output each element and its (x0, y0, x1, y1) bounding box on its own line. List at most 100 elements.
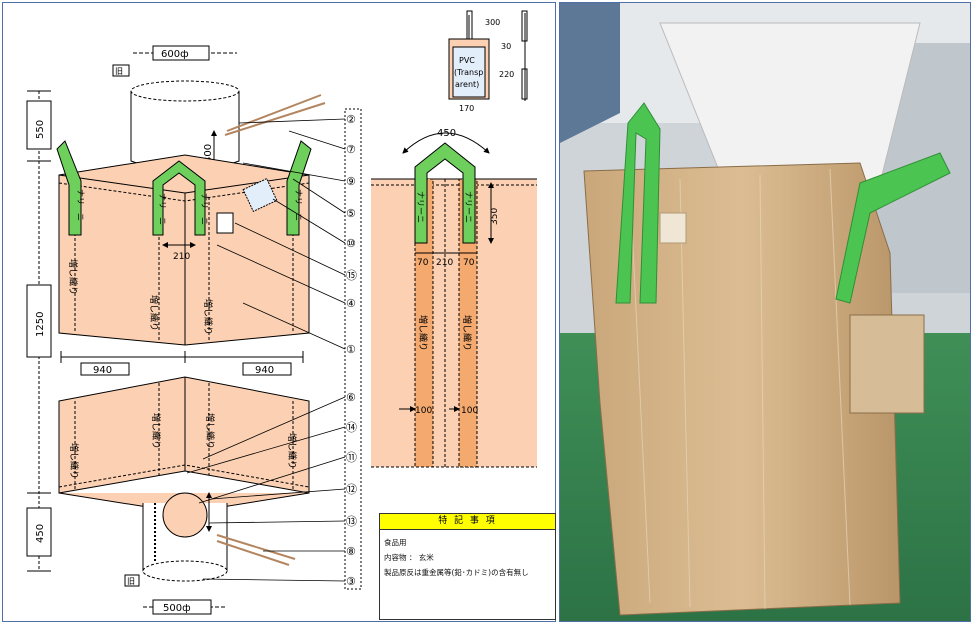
dim-bottom-diameter: 500ф (163, 603, 191, 614)
spec-drawing: 550 1250 450 600ф 旧 300 ナリーニ ナリ (2, 2, 556, 622)
discharge-spout (142, 492, 228, 582)
leader-line-10 (186, 426, 346, 474)
pvc-pocket-detail (448, 10, 528, 101)
part-number-4: ⑤ (346, 207, 356, 220)
detail-w-mid: 210 (436, 258, 453, 268)
notes-line-1: 食品用 (384, 538, 407, 547)
label-tag-photo (659, 212, 687, 244)
reinforce-label-2: 増し織り (148, 295, 160, 331)
dim-loop-gap: 210 (173, 252, 190, 262)
part-number-8: ① (346, 343, 356, 356)
reinforce-label-7: 増し織り (286, 433, 298, 469)
pocket-label-1: PVC (459, 56, 475, 65)
loop-span-arrow (402, 132, 490, 154)
notes-line-2: 内容物 ： 玄米 (384, 553, 434, 562)
document-pocket-photo (849, 314, 925, 414)
bag-photo (559, 2, 971, 622)
part-number-3: ⑨ (346, 175, 356, 188)
loop-label-1: ナリーニ (76, 189, 85, 221)
leader-line-13 (208, 520, 346, 524)
bag-body (583, 162, 901, 616)
part-number-13: ⑬ (346, 515, 357, 528)
leader-line-5 (272, 198, 346, 244)
loop-label-3: ナリーニ (200, 193, 209, 225)
document-pocket (242, 177, 278, 213)
notes-line-3: 製品原反は重金属等(鉛･カドミ)の含有無し (384, 568, 529, 577)
width-dims (60, 351, 304, 376)
product-label (216, 212, 234, 234)
reinforce-label-5: 増し織り (150, 413, 162, 449)
leader-line-8 (242, 302, 346, 350)
loop-right (835, 152, 951, 304)
drawing-canvas: 550 1250 450 600ф 旧 300 ナリーニ ナリ (26, 10, 537, 615)
part-number-11: ⑪ (346, 451, 357, 464)
reinforce-label-1: 増し織り (67, 259, 79, 295)
detail-belt-label-1: ナリーニ (416, 191, 425, 223)
tag-icon: 旧 (112, 64, 130, 77)
detail-w-left: 70 (417, 258, 429, 268)
part-numbers: ② ⑦ ⑨ ⑤ ⑩ ⑮ ④ ① ⑥ ⑭ ⑪ ⑫ ⑬ ⑧ ③ (346, 113, 357, 588)
notes-header: 特 記 事 項 (380, 514, 555, 530)
reinforce-label-4: 増し織り (68, 443, 80, 479)
dim-height-450: 450 (35, 524, 46, 543)
leader-line-9 (202, 396, 346, 460)
pocket-h-gap: 30 (501, 42, 511, 51)
part-number-1: ② (346, 113, 356, 126)
leader-line-11 (198, 456, 346, 504)
bottom-diameter-dim (143, 599, 227, 615)
svg-text:旧: 旧 (127, 577, 135, 586)
detail-reinforce-2: 増し織り (461, 315, 473, 351)
leader-line-7 (216, 244, 346, 304)
detail-reinforce-1: 増し織り (417, 315, 429, 351)
bag-body-upper (58, 154, 310, 346)
part-number-6: ⑮ (346, 269, 357, 282)
dim-width-left: 940 (93, 365, 112, 376)
top-diameter-dim (133, 45, 237, 61)
dim-height-1250: 1250 (35, 312, 46, 337)
leader-line-6 (234, 222, 346, 276)
detail-reinf-left: 100 (415, 406, 432, 416)
part-number-5: ⑩ (346, 237, 356, 250)
part-number-12: ⑫ (346, 483, 357, 496)
part-number-7: ④ (346, 297, 356, 310)
photo-canvas (560, 3, 970, 621)
part-number-10: ⑭ (346, 421, 357, 434)
loop-left (615, 102, 661, 304)
part-number-14: ⑧ (346, 545, 356, 558)
pocket-h-top: 300 (485, 18, 500, 27)
reinforce-label-6: 増し織り (204, 413, 216, 449)
svg-text:旧: 旧 (115, 67, 123, 76)
tie-strings (224, 94, 326, 136)
special-notes-box: 特 記 事 項 食品用 内容物 ： 玄米 製品原反は重金属等(鉛･カドミ)の含有… (379, 513, 556, 620)
dim-top-diameter: 600ф (161, 49, 189, 60)
leader-line-2 (288, 130, 346, 150)
leader-line-3 (242, 162, 346, 182)
pocket-label-2: (Transp (454, 68, 483, 77)
tag-icon: 旧 (124, 574, 140, 587)
leader-line-4 (292, 178, 346, 214)
dim-width-right: 940 (255, 365, 274, 376)
pocket-h-body: 220 (499, 70, 514, 79)
leader-line-12 (210, 488, 346, 500)
bottom-tie-strings (216, 534, 296, 566)
dim-height-550: 550 (35, 120, 46, 139)
part-number-2: ⑦ (346, 143, 356, 156)
loop-label-4: ナリーニ (294, 189, 303, 221)
detail-loop-height: 350 (490, 208, 500, 225)
leader-lines (186, 118, 346, 582)
part-number-9: ⑥ (346, 391, 356, 404)
detail-w-right: 70 (463, 258, 475, 268)
detail-reinf-right: 100 (461, 406, 478, 416)
reinforce-label-3: 増し織り (202, 299, 214, 335)
detail-span: 450 (437, 128, 456, 139)
part-number-15: ③ (346, 575, 356, 588)
pocket-width: 170 (459, 104, 474, 113)
loop-label-2: ナリーニ (158, 193, 167, 225)
notes-body: 食品用 内容物 ： 玄米 製品原反は重金属等(鉛･カドミ)の含有無し (380, 530, 555, 585)
leader-line-15 (202, 578, 346, 582)
pocket-label-3: arent) (455, 80, 479, 89)
loop-detail-view (371, 142, 537, 468)
dim-spout-length: 300 (203, 144, 214, 163)
leader-line-1 (238, 118, 346, 124)
height-dimension-rail (26, 90, 52, 572)
